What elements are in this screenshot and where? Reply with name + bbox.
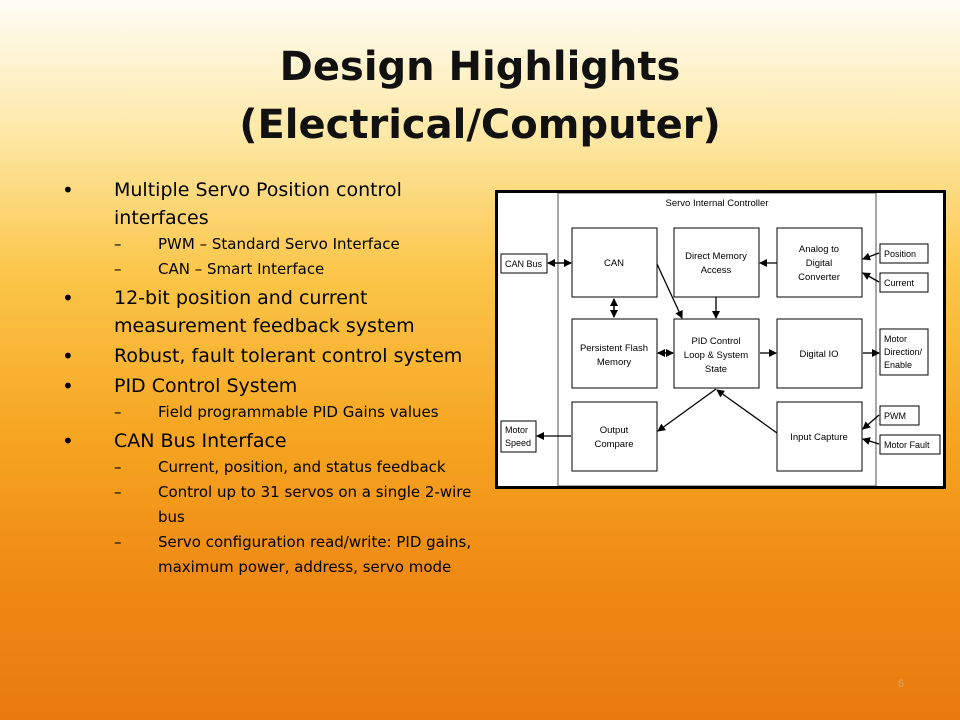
dma-label: Direct Memory	[685, 251, 747, 262]
motor-speed-label: Speed	[505, 438, 531, 448]
pwm-box	[879, 405, 920, 426]
digital-io-block	[776, 318, 863, 389]
bullet-list: Multiple Servo Position control interfac…	[58, 174, 498, 580]
motor-direction-label: Direction/	[884, 347, 923, 357]
internal-controller-frame	[557, 193, 877, 486]
pwm-label: PWM	[884, 411, 906, 421]
motor-direction-box	[879, 328, 929, 376]
arrow	[716, 389, 778, 434]
diagram-svg: Servo Internal Controller CAN Direct Mem…	[500, 193, 941, 486]
sub-bullet-item: PWM – Standard Servo Interface	[58, 232, 498, 257]
arrow	[862, 272, 880, 283]
motor-direction-label: Motor	[884, 334, 907, 344]
arrow	[862, 437, 880, 445]
page-number: 6	[897, 678, 904, 690]
dma-block	[673, 227, 760, 298]
adc-label: Converter	[798, 272, 840, 283]
input-capture-label: Input Capture	[790, 432, 848, 443]
title-line-2: (Electrical/Computer)	[239, 102, 721, 148]
motor-speed-box	[500, 420, 537, 453]
output-compare-label: Compare	[594, 439, 633, 450]
arrow	[862, 252, 880, 261]
sub-bullet-item: Servo configuration read/write: PID gain…	[58, 530, 498, 580]
adc-label: Analog to	[799, 244, 839, 255]
slide-title: Design Highlights (Electrical/Computer)	[0, 38, 960, 154]
motor-direction-label: Enable	[884, 360, 912, 370]
output-compare-block	[571, 401, 658, 472]
arrow	[862, 414, 880, 430]
diagram-title: Servo Internal Controller	[666, 198, 769, 209]
pid-label: State	[705, 364, 727, 375]
bullet-item: PID Control System	[58, 372, 498, 400]
bullet-item: CAN Bus Interface	[58, 427, 498, 455]
position-box	[879, 243, 929, 264]
bullet-item: Robust, fault tolerant control system	[58, 342, 498, 370]
position-label: Position	[884, 249, 916, 259]
digital-io-label: Digital IO	[799, 349, 838, 360]
arrow	[657, 388, 717, 432]
sub-bullet-item: Field programmable PID Gains values	[58, 400, 498, 425]
bullet-item: Multiple Servo Position control interfac…	[58, 176, 498, 232]
input-capture-block	[776, 401, 863, 472]
servo-controller-diagram: Servo Internal Controller CAN Direct Mem…	[495, 190, 946, 489]
sub-bullet-item: CAN – Smart Interface	[58, 257, 498, 282]
flash-memory-block	[571, 318, 658, 389]
motor-speed-label: Motor	[505, 425, 528, 435]
bullet-item: 12-bit position and current measurement …	[58, 284, 498, 340]
arrow	[656, 263, 683, 319]
pid-control-block	[673, 318, 760, 389]
adc-label: Digital	[806, 258, 832, 269]
adc-block	[776, 227, 863, 298]
sub-bullet-item: Control up to 31 servos on a single 2-wi…	[58, 480, 498, 530]
title-line-1: Design Highlights	[279, 44, 681, 90]
current-box	[879, 272, 929, 293]
can-label: CAN	[604, 258, 624, 269]
output-compare-label: Output	[600, 425, 629, 436]
pid-label: PID Control	[691, 336, 740, 347]
current-label: Current	[884, 278, 915, 288]
flash-label: Memory	[597, 357, 632, 368]
can-block	[571, 227, 658, 298]
motor-fault-label: Motor Fault	[884, 440, 930, 450]
pid-label: Loop & System	[684, 350, 749, 361]
sub-bullet-item: Current, position, and status feedback	[58, 455, 498, 480]
motor-fault-box	[879, 434, 941, 455]
can-bus-label: CAN Bus	[505, 259, 543, 269]
flash-label: Persistent Flash	[580, 343, 648, 354]
dma-label: Access	[701, 265, 732, 276]
